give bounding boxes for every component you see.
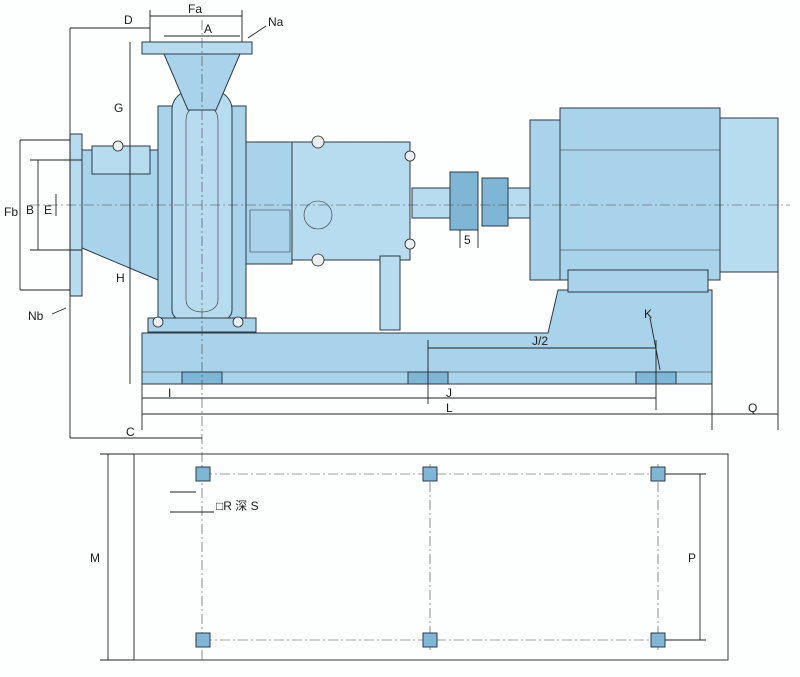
- discharge-nozzle: [141, 41, 253, 111]
- label-Fa: Fa: [188, 2, 202, 16]
- label-L: L: [446, 401, 453, 415]
- label-P: P: [688, 551, 696, 565]
- anchor-hole: [422, 632, 438, 648]
- label-A: A: [204, 22, 212, 36]
- label-E: E: [44, 203, 52, 217]
- bearing-housing: [245, 135, 416, 331]
- label-J: J: [446, 386, 452, 400]
- label-K: K: [644, 307, 652, 321]
- anchor-hole: [422, 466, 438, 482]
- label-J-half: J/2: [532, 334, 548, 348]
- label-coupling-gap: 5: [464, 233, 471, 247]
- label-H: H: [116, 271, 125, 285]
- label-D: D: [124, 13, 133, 27]
- motor: [529, 107, 779, 293]
- label-G: G: [114, 101, 123, 115]
- label-Nb: Nb: [28, 309, 44, 323]
- dimension-labels: D Fa A Na G Fb B E H Nb 5 K J/2 I J L Q …: [4, 2, 757, 565]
- label-Na: Na: [268, 15, 284, 29]
- label-C: C: [126, 425, 135, 439]
- dimensions-side: [19, 10, 779, 439]
- label-R-depth-S: □R 深 S: [216, 499, 259, 513]
- label-Q: Q: [748, 401, 757, 415]
- coupling: [411, 171, 531, 231]
- anchor-hole: [195, 466, 211, 482]
- anchor-hole: [650, 466, 666, 482]
- plan-view: [100, 453, 729, 661]
- label-I: I: [168, 386, 171, 400]
- label-Fb: Fb: [4, 205, 18, 219]
- suction-nozzle: [69, 133, 159, 297]
- label-M: M: [90, 551, 100, 565]
- label-B: B: [26, 203, 34, 217]
- anchor-hole: [195, 632, 211, 648]
- anchor-hole: [650, 632, 666, 648]
